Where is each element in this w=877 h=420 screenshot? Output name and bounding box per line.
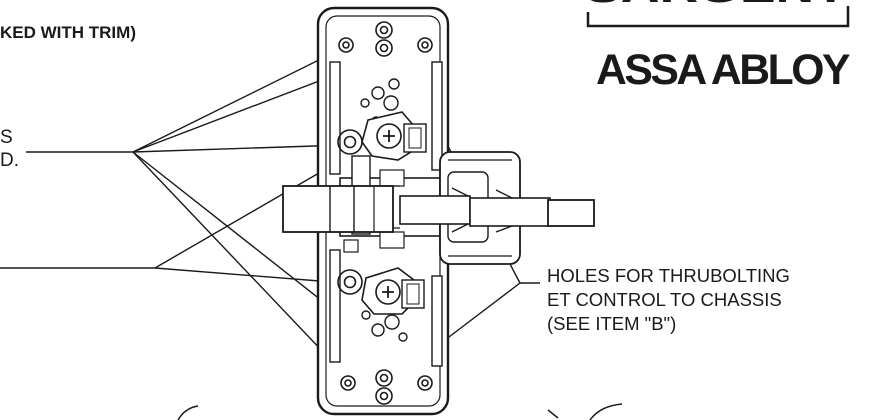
upper-cam	[361, 111, 427, 161]
callout-line2: ET CONTROL TO CHASSIS	[547, 289, 782, 310]
spindle-extension	[469, 197, 551, 227]
lower-arc-left	[177, 405, 199, 420]
right-rail-bottom	[431, 275, 443, 367]
lower-arc-right	[547, 403, 623, 420]
spindle-shaft	[399, 195, 471, 225]
right-rail-top	[431, 61, 443, 171]
left-label-line1: S	[0, 127, 13, 148]
brand-top-text: SARGENT	[585, 0, 847, 11]
mounting-holes	[338, 37, 433, 391]
brand-logo: SARGENT ASSA ABLOY	[585, 0, 852, 94]
header-note: KED WITH TRIM)	[0, 23, 136, 42]
keyhole-slot-bottom	[375, 369, 393, 405]
spindle-end	[547, 199, 595, 227]
lower-cam	[361, 267, 425, 315]
callout-line1: HOLES FOR THRUBOLTING	[547, 265, 790, 286]
left-rail-bottom	[329, 249, 341, 363]
brand-bracket	[586, 6, 850, 28]
brand-bottom-text: ASSA ABLOY	[596, 46, 850, 94]
callout-line3: (SEE ITEM "B")	[547, 313, 676, 334]
left-label-line2: D.	[0, 150, 19, 171]
left-rail-top	[329, 61, 341, 175]
keyhole-slot-top	[375, 21, 393, 57]
trim-hub	[399, 151, 595, 265]
left-spindle	[282, 185, 394, 233]
